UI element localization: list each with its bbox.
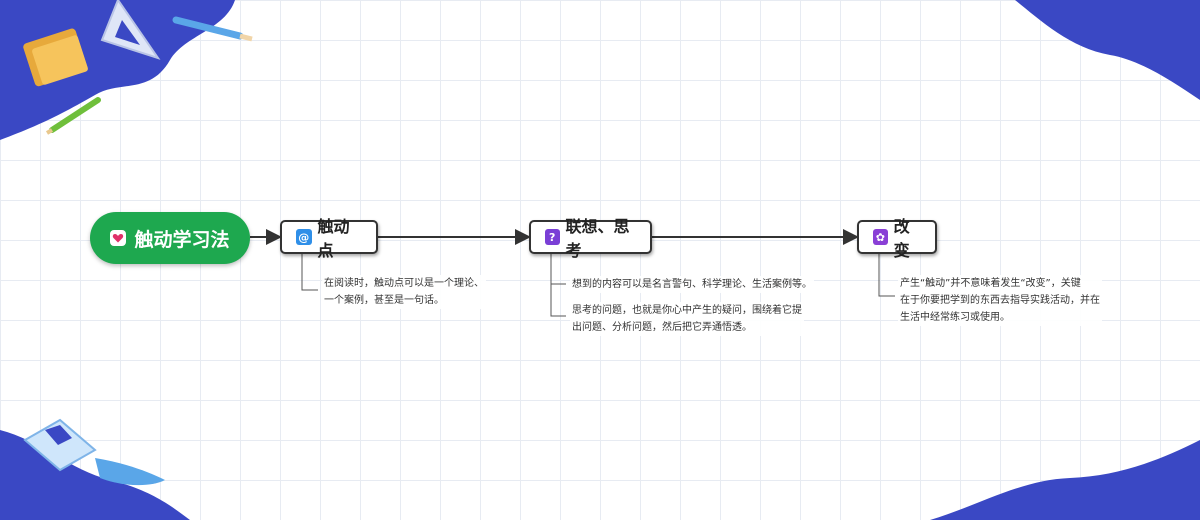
- note-bracket-node3: [878, 254, 895, 297]
- triangle-ruler-icon: [100, 0, 161, 60]
- top-right-blob: [1015, 0, 1200, 100]
- note-association: 想到的内容可以是名言警句、科学理论、生活案例等。: [570, 276, 814, 293]
- at-icon: @: [296, 229, 312, 245]
- root-node[interactable]: 触动学习法: [90, 212, 250, 264]
- question-icon: ?: [545, 229, 560, 245]
- note-line: 出问题、分析问题，然后把它弄通悟透。: [572, 322, 752, 333]
- note-change: 产生“触动”并不意味着发生“改变”，关键 在于你要把学到的东西去指导实践活动，并…: [898, 275, 1102, 326]
- book-icon: [23, 28, 88, 87]
- note-line: 在阅读时，触动点可以是一个理论、: [324, 278, 484, 289]
- note-line: 产生“触动”并不意味着发生“改变”，关键: [900, 278, 1081, 289]
- green-pencil-icon: [45, 97, 101, 135]
- node-association-thinking[interactable]: ? 联想、思考: [529, 217, 652, 260]
- ink-bottle-icon: [23, 418, 165, 486]
- node-label: 联想、思考: [565, 217, 630, 260]
- node-change[interactable]: ✿ 改变: [857, 217, 937, 260]
- note-bracket-node2a: [550, 254, 566, 285]
- note-trigger-point: 在阅读时，触动点可以是一个理论、 一个案例，甚至是一句话。: [322, 275, 486, 309]
- node-label: 触动点: [317, 217, 350, 260]
- node-trigger-point[interactable]: @ 触动点: [280, 217, 378, 260]
- bottom-right-blob: [930, 440, 1200, 520]
- root-label: 触动学习法: [134, 228, 230, 251]
- gear-icon: ✿: [873, 229, 888, 245]
- note-line: 一个案例，甚至是一句话。: [324, 295, 444, 306]
- note-line: 思考的问题，也就是你心中产生的疑问，围绕着它提: [572, 305, 802, 316]
- node-label: 改变: [893, 217, 910, 260]
- pencil-icon: [172, 16, 253, 42]
- note-thinking: 思考的问题，也就是你心中产生的疑问，围绕着它提 出问题、分析问题，然后把它弄通悟…: [570, 302, 804, 336]
- note-line: 生活中经常练习或使用。: [900, 312, 1010, 323]
- note-line: 想到的内容可以是名言警句、科学理论、生活案例等。: [572, 279, 812, 290]
- note-bracket-node2b: [550, 284, 566, 317]
- note-line: 在于你要把学到的东西去指导实践活动，并在: [900, 295, 1100, 306]
- note-bracket-node1: [301, 254, 318, 291]
- heart-icon: [110, 230, 127, 246]
